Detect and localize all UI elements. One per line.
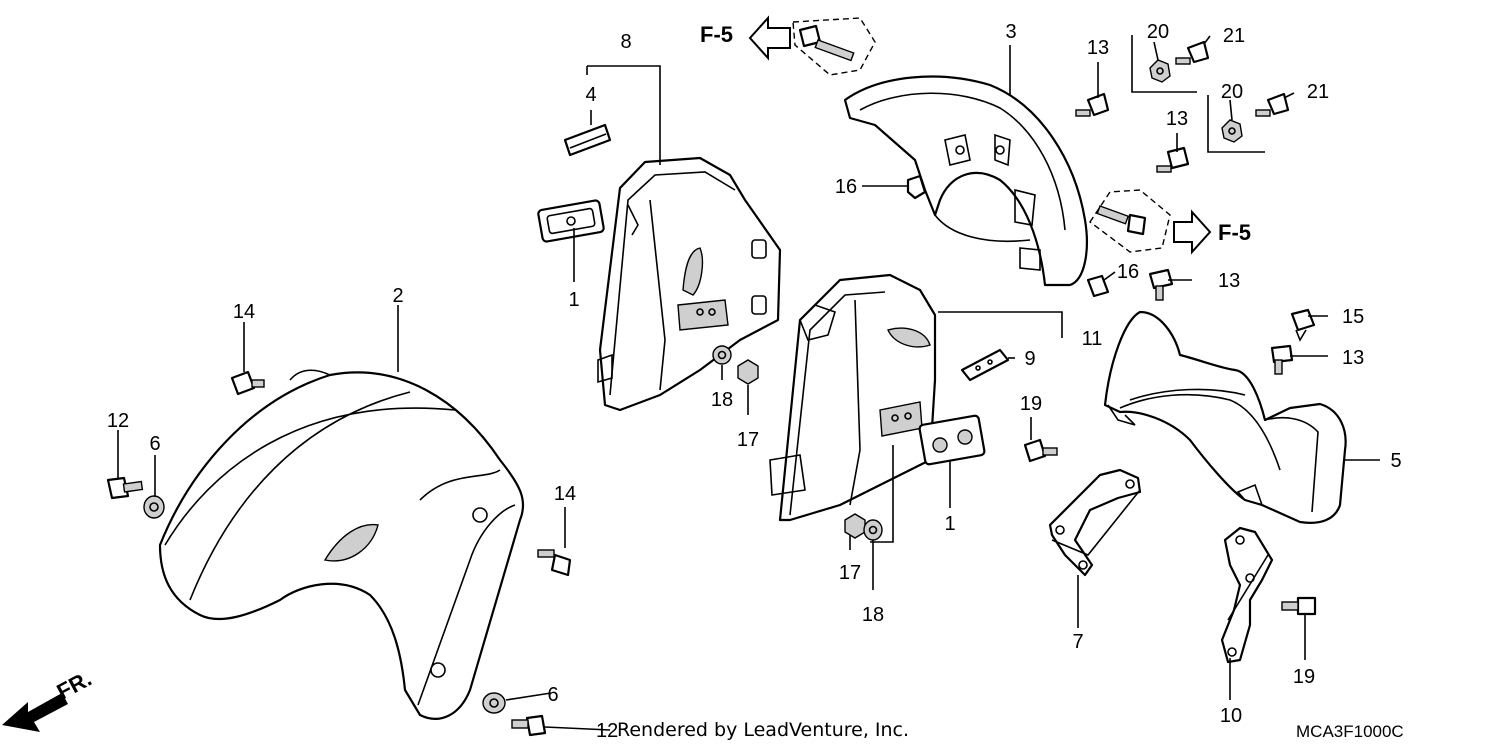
bolt-21-a <box>1175 40 1210 65</box>
callout-18: 18 <box>711 389 733 411</box>
pad-4 <box>563 123 612 157</box>
bracket-7 <box>1048 468 1142 577</box>
washer-18-a <box>712 345 732 365</box>
callout-13: 13 <box>1218 270 1240 292</box>
clip-16-b <box>1086 274 1110 298</box>
screw-13-b <box>1156 146 1190 173</box>
callout-14: 14 <box>554 483 576 505</box>
grommet-1-left <box>537 199 605 243</box>
credit-text: Rendered by LeadVenture, Inc. <box>617 719 910 741</box>
callout-10: 10 <box>1220 705 1242 727</box>
bolt-19-b <box>1281 596 1317 616</box>
ref-label-f5-right: F-5 <box>1218 220 1251 245</box>
callout-12: 12 <box>596 720 618 742</box>
callout-19: 19 <box>1020 393 1042 415</box>
callout-1: 1 <box>944 513 955 535</box>
diagram-code: MCA3F1000C <box>1296 722 1404 741</box>
callout-20: 20 <box>1221 81 1243 103</box>
callout-8: 8 <box>620 31 631 53</box>
ref-box-left <box>792 17 876 76</box>
bolt-21-b <box>1255 92 1290 117</box>
callout-21: 21 <box>1223 25 1245 47</box>
callout-4: 4 <box>585 84 596 106</box>
callout-15: 15 <box>1342 306 1364 328</box>
pad-9 <box>960 348 1010 382</box>
callout-5: 5 <box>1390 450 1401 472</box>
clip-15 <box>1290 308 1316 342</box>
callout-6: 6 <box>547 684 558 706</box>
bracket-10 <box>1220 526 1274 664</box>
screw-13-c <box>1148 268 1174 301</box>
bolt-12-b <box>511 714 547 737</box>
inner-cover-right <box>769 273 937 522</box>
callout-13: 13 <box>1166 108 1188 130</box>
front-fender <box>158 369 525 720</box>
callout-13: 13 <box>1342 347 1364 369</box>
bolt-19-a <box>1023 438 1058 463</box>
leader-lines <box>117 35 1380 731</box>
callout-labels: 3 13 13 13 13 20 20 21 21 16 16 15 5 8 4… <box>53 21 1402 742</box>
ref-arrow-left <box>748 15 791 61</box>
callout-9: 9 <box>1024 348 1035 370</box>
washer-6-b <box>482 692 506 714</box>
callout-11: 11 <box>1082 328 1103 350</box>
nut-20-b <box>1221 119 1243 143</box>
callout-16: 16 <box>835 176 857 198</box>
bolt-12-a <box>106 476 144 500</box>
front-direction-arrow <box>2 693 68 732</box>
callout-16: 16 <box>1117 261 1139 283</box>
screw-13-d <box>1270 344 1294 375</box>
callout-18: 18 <box>862 604 884 626</box>
inner-cover-left <box>597 156 782 412</box>
bolt-14-b <box>537 549 572 577</box>
callout-6: 6 <box>149 433 160 455</box>
ref-arrow-right <box>1173 209 1212 255</box>
clip-16-a <box>906 174 927 200</box>
callout-3: 3 <box>1005 21 1016 43</box>
bolt-14-a <box>230 370 265 396</box>
callout-7: 7 <box>1072 631 1083 653</box>
callout-21: 21 <box>1307 81 1329 103</box>
callout-19: 19 <box>1293 666 1315 688</box>
inner-fender <box>843 75 1088 287</box>
bolt-f5-left <box>798 24 855 62</box>
screw-13-a <box>1075 92 1110 117</box>
callout-12: 12 <box>107 410 129 432</box>
callout-17: 17 <box>839 562 861 584</box>
callout-2: 2 <box>392 285 403 307</box>
bolt-f5-right <box>1096 205 1147 236</box>
callout-13: 13 <box>1087 37 1109 59</box>
ref-box-right <box>1089 189 1171 253</box>
callout-1: 1 <box>568 289 579 311</box>
callout-20: 20 <box>1147 21 1169 43</box>
nut-20-a <box>1149 59 1171 83</box>
rear-cover <box>1103 310 1347 524</box>
callout-14: 14 <box>233 301 255 323</box>
ref-label-f5-left: F-5 <box>700 22 733 47</box>
callout-17: 17 <box>737 429 759 451</box>
grommet-1-right <box>918 414 986 466</box>
nut-17-b <box>844 513 866 539</box>
washer-18-b <box>863 519 883 541</box>
washer-6-a <box>143 495 165 519</box>
nut-17-a <box>737 359 759 385</box>
